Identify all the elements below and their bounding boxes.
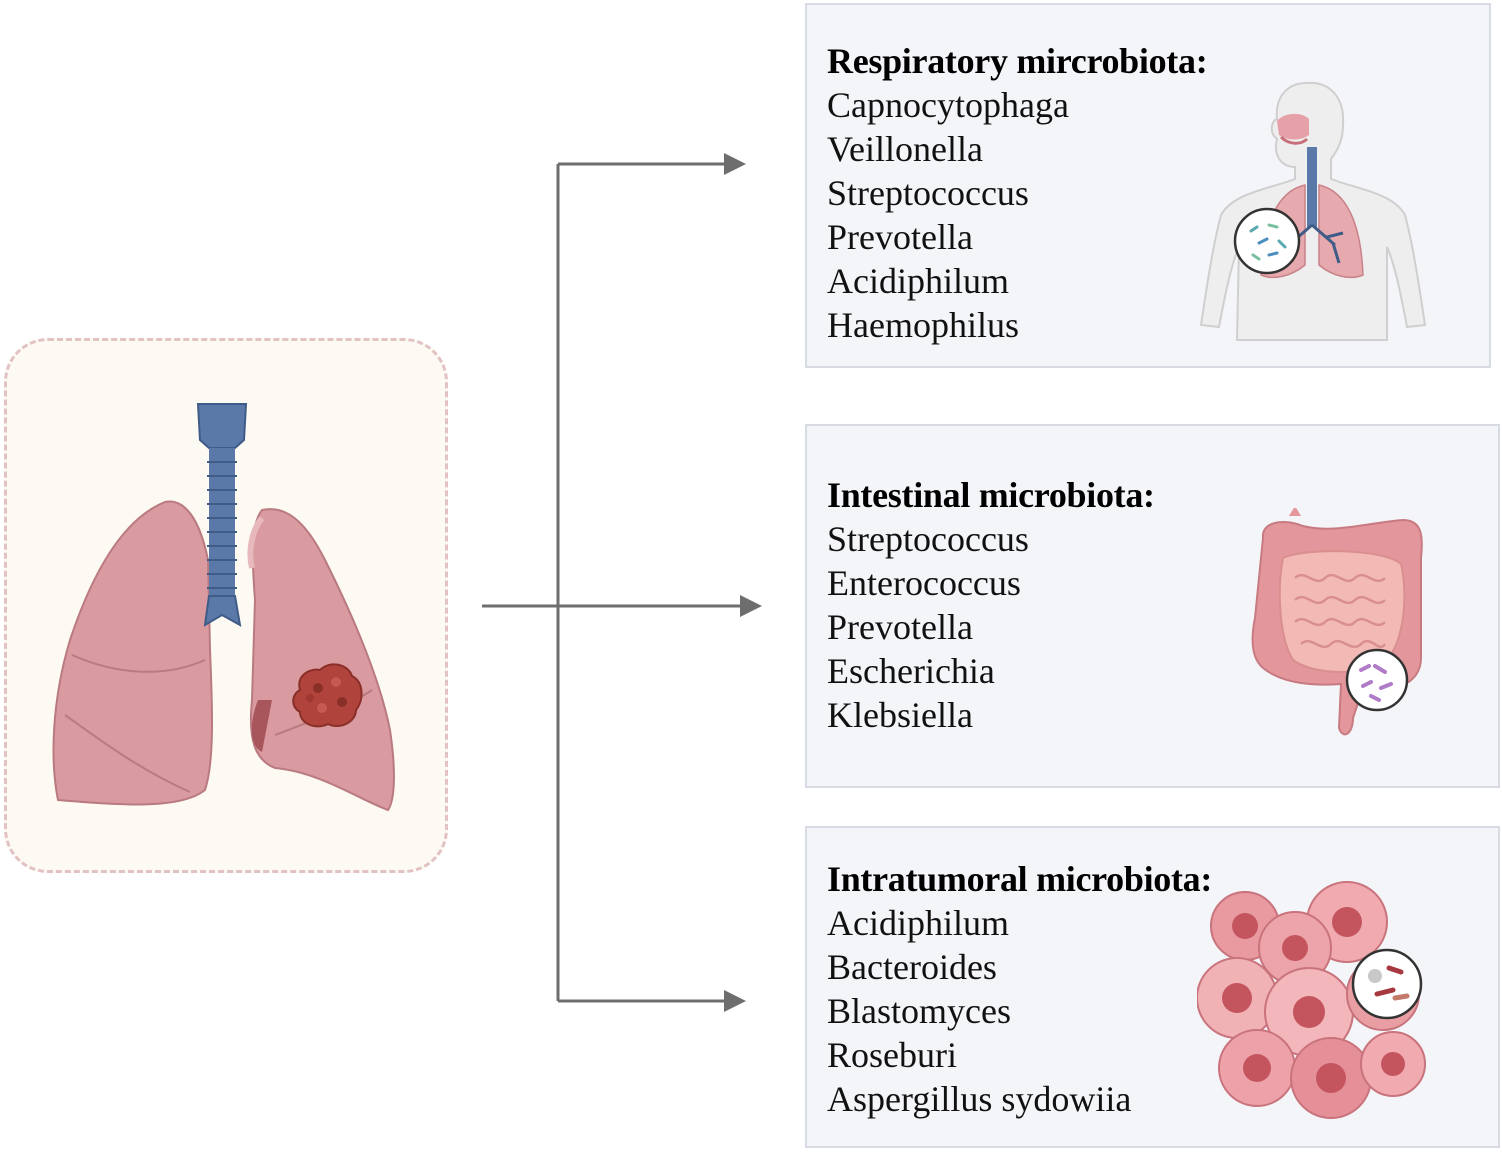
list-item: Bacteroides [827, 947, 997, 987]
panel-text: Intratumoral microbiota: Acidiphilum Bac… [827, 857, 1212, 1121]
arrowhead-respiratory [724, 153, 746, 175]
trachea-icon [196, 403, 248, 627]
arrowhead-intestinal [740, 595, 762, 617]
list-item: Streptococcus [827, 519, 1029, 559]
list-item: Streptococcus [827, 173, 1029, 213]
respiratory-microbiota-panel: Respiratory mircrobiota: Capnocytophaga … [805, 3, 1491, 368]
list-item: Roseburi [827, 1035, 957, 1075]
panel-title: Intestinal microbiota: [827, 475, 1155, 515]
list-item: Prevotella [827, 217, 973, 257]
arrowhead-intratumoral [724, 990, 746, 1012]
list-item: Blastomyces [827, 991, 1011, 1031]
tumor-cells-icon [1197, 881, 1426, 1119]
list-item: Enterococcus [827, 563, 1021, 603]
panel-title: Respiratory mircrobiota: [827, 41, 1208, 81]
list-item: Veillonella [827, 129, 983, 169]
tumor-icon [292, 663, 363, 728]
list-item: Prevotella [827, 607, 973, 647]
lung-tumor-icon [52, 403, 395, 812]
list-item: Aspergillus sydowiia [827, 1079, 1132, 1119]
panel-text: Intestinal microbiota: Streptococcus Ent… [827, 473, 1155, 737]
bacteria-magnifier-icon [1351, 948, 1423, 1020]
list-item: Capnocytophaga [827, 85, 1069, 125]
intestine-icon [1251, 508, 1423, 736]
list-item: Escherichia [827, 651, 995, 691]
list-item: Klebsiella [827, 695, 973, 735]
respiratory-system-icon [1199, 81, 1427, 341]
bacteria-magnifier-icon [1233, 207, 1301, 275]
list-item: Haemophilus [827, 305, 1019, 345]
panel-title: Intratumoral microbiota: [827, 859, 1213, 899]
panel-text: Respiratory mircrobiota: Capnocytophaga … [827, 39, 1208, 347]
intratumoral-microbiota-panel: Intratumoral microbiota: Acidiphilum Bac… [805, 826, 1500, 1148]
intestinal-microbiota-panel: Intestinal microbiota: Streptococcus Ent… [805, 424, 1500, 788]
list-item: Acidiphilum [827, 903, 1009, 943]
bacteria-magnifier-icon [1345, 648, 1409, 712]
list-item: Acidiphilum [827, 261, 1009, 301]
